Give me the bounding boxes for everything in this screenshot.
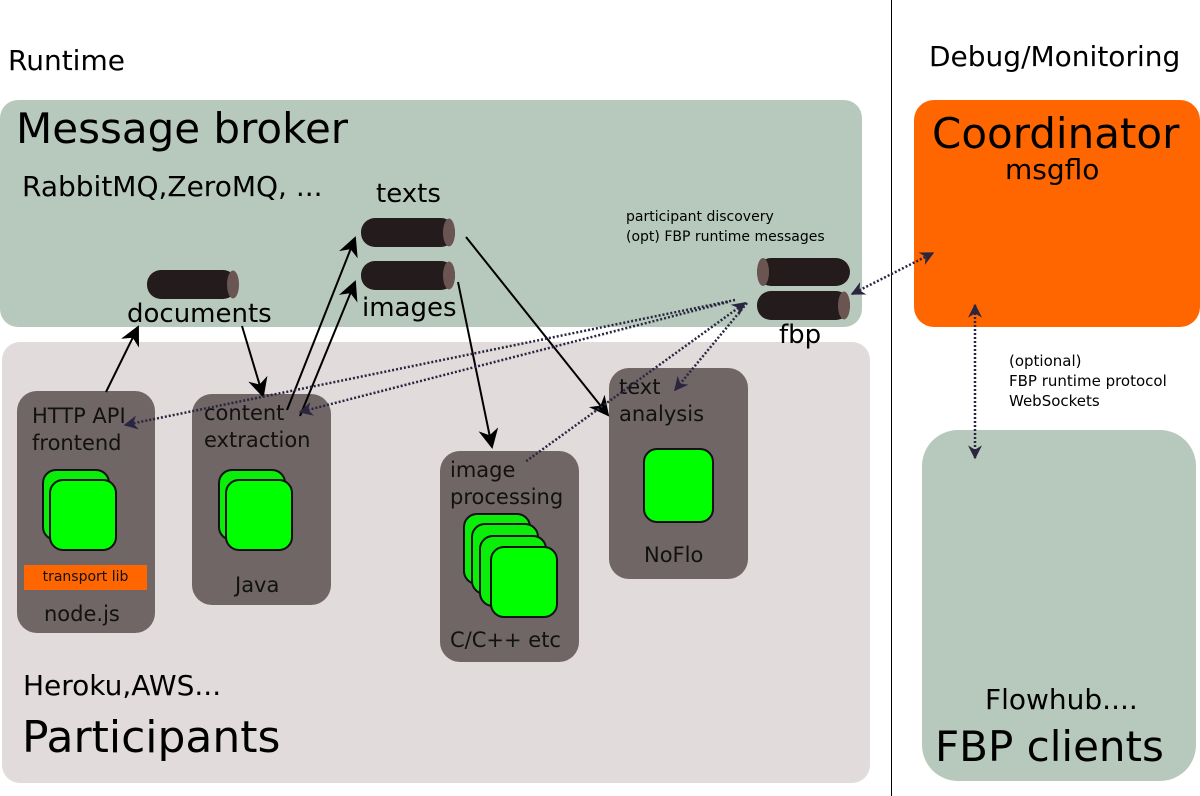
participant-language: Java [235,573,280,597]
fbp-clients-title: FBP clients [935,722,1164,771]
participant-image-processing[interactable]: image processing C/C++ etc [440,451,579,662]
participants-subtitle: Heroku,AWS... [23,669,222,702]
participant-name-line: frontend [32,431,122,455]
participant-name: HTTP API frontend [32,403,126,457]
participant-name: image processing [450,457,563,511]
participant-name: content extraction [204,400,311,454]
message-broker-title: Message broker [16,104,349,153]
instance-icon [225,479,293,551]
participant-name-line: HTTP API [32,404,126,428]
instance-icon [643,448,714,523]
participants-title: Participants [22,712,281,763]
queue-label-texts: texts [376,179,441,209]
participant-content-extraction[interactable]: content extraction Java [192,394,331,605]
queue-label-documents: documents [127,299,272,329]
queue-label-fbp: fbp [779,320,822,350]
participant-text-analysis[interactable]: text analysis NoFlo [609,368,748,579]
debug-monitoring-heading: Debug/Monitoring [929,40,1181,73]
instance-icon [490,546,558,618]
participant-name-line: content [204,401,285,425]
participant-name-line: processing [450,485,564,509]
coordinator-title: Coordinator [932,109,1180,158]
coordinator-subtitle: msgflo [1005,153,1100,186]
coordinator-panel[interactable] [914,100,1200,327]
instance-icon [49,479,117,551]
participant-name-line: image [450,458,516,482]
fbp-queue-note-line: participant discovery [626,209,774,225]
fbp-queue-note: participant discovery (opt) FBP runtime … [626,207,825,247]
participant-name-line: analysis [619,402,705,426]
runtime-heading: Runtime [8,44,125,77]
protocol-note-line: (optional) [1009,352,1082,370]
participant-name: text analysis [619,374,704,428]
section-divider [891,0,892,796]
participant-language: NoFlo [644,543,704,567]
protocol-note-line: WebSockets [1009,392,1100,410]
queue-label-images: images [362,293,457,323]
message-broker-subtitle: RabbitMQ,ZeroMQ, ... [22,170,323,203]
fbp-clients-panel[interactable] [922,430,1196,781]
participant-name-line: extraction [204,428,311,452]
participant-http-api-frontend[interactable]: HTTP API frontend transport lib node.js [17,391,155,633]
protocol-note: (optional) FBP runtime protocol WebSocke… [1009,351,1167,411]
participant-name-line: text [619,375,661,399]
participant-language: C/C++ etc [450,628,561,652]
transport-lib-badge: transport lib [24,565,147,590]
fbp-queue-note-line: (opt) FBP runtime messages [626,229,825,245]
fbp-clients-subtitle: Flowhub.... [985,683,1138,716]
participant-language: node.js [44,602,120,626]
protocol-note-line: FBP runtime protocol [1009,372,1167,390]
